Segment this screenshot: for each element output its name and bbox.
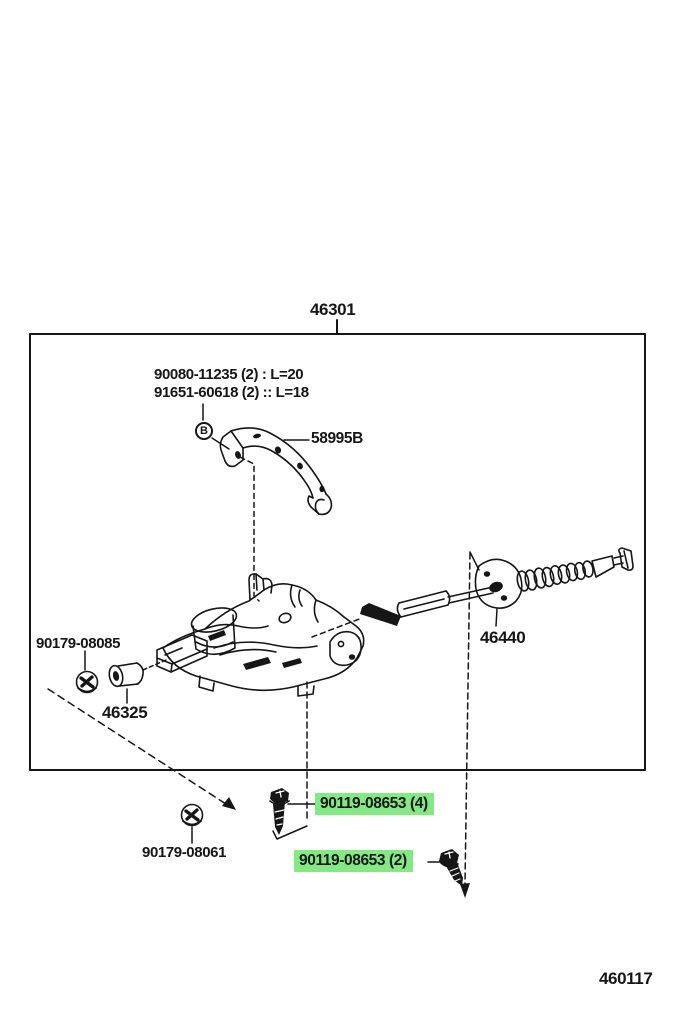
part-label-90179-08061: 90179-08061	[142, 844, 227, 861]
cable-46440-drawing	[360, 547, 634, 626]
highlighted-part-label-90119-08653-4[interactable]: 90119-08653 (4)	[315, 793, 434, 816]
highlighted-part-label-90119-08653-2[interactable]: 90119-08653 (2)	[294, 850, 413, 873]
part-label-46440: 46440	[480, 628, 526, 647]
bracket-58995b-drawing	[219, 427, 333, 516]
part-label-46325: 46325	[102, 703, 148, 722]
nut-90179-08061-drawing	[179, 802, 205, 828]
bolt-spec-line-1: 90080-11235 (2) : L=20	[154, 366, 304, 383]
figure-code-label: 460117	[599, 969, 653, 988]
nut-90179-08085-drawing	[74, 669, 100, 695]
part-label-46301: 46301	[310, 300, 356, 319]
pedal-bracket-assembly-drawing	[156, 573, 365, 697]
bolt-spec-line-2: 91651-60618 (2) :: L=18	[154, 384, 309, 401]
screw-90119-08653-2-drawing	[439, 849, 463, 886]
screw-90119-08653-4-drawing	[269, 788, 290, 835]
assembly-dashed-lines	[47, 456, 471, 898]
bushing-46325-drawing	[108, 662, 144, 688]
part-label-58995b: 58995B	[311, 430, 363, 447]
leader-lines	[84, 403, 498, 863]
diagram-frame	[29, 319, 646, 771]
bolt-symbol-b-icon: B	[195, 422, 213, 440]
part-label-90179-08085: 90179-08085	[36, 635, 121, 652]
